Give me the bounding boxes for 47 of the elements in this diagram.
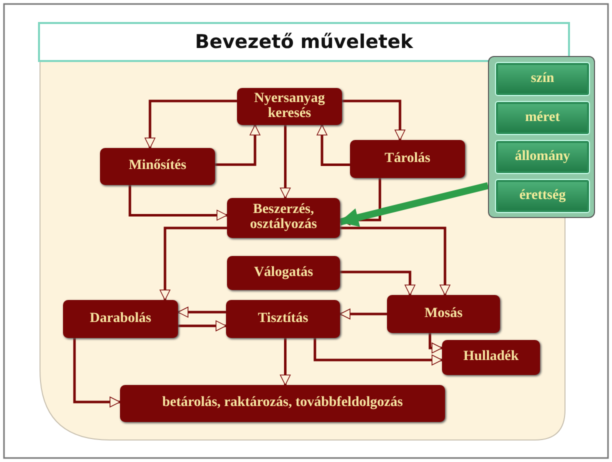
process-box	[100, 148, 215, 185]
flow-arrow	[128, 185, 228, 221]
property-box	[495, 62, 590, 96]
process-box	[227, 256, 340, 290]
node-label: Válogatás	[254, 266, 314, 280]
process-box	[350, 140, 465, 178]
process-box	[237, 88, 342, 125]
property-panel	[488, 56, 595, 218]
node-label: Mosás	[424, 306, 463, 322]
property-box	[495, 179, 590, 213]
node-label: Tárolás	[384, 152, 430, 166]
process-box	[387, 295, 500, 333]
flow-arrow	[73, 338, 120, 408]
flow-arrow	[144, 100, 237, 148]
flow-arrow	[160, 226, 227, 300]
flow-arrow	[340, 226, 450, 296]
node-label: Tisztítás	[258, 312, 308, 326]
flow-arrow	[340, 270, 416, 296]
flow-arrow	[316, 124, 350, 166]
process-box	[63, 300, 178, 338]
flow-arrow	[215, 124, 260, 166]
pointer-arrow	[339, 182, 489, 227]
title: Bevezető műveletek	[195, 31, 413, 53]
flow-arrow	[178, 306, 226, 318]
node-label: szín	[530, 72, 554, 86]
process-box	[226, 300, 340, 338]
node-label: Darabolás	[90, 312, 152, 326]
flow-arrow	[428, 333, 442, 354]
node-label: érettség	[519, 188, 566, 204]
node-label: Minősítés	[128, 159, 186, 174]
flow-arrow	[280, 125, 291, 198]
process-box	[442, 340, 540, 375]
flow-arrow	[340, 308, 387, 320]
node-label: betárolás, raktározás, továbbfeldolgozás	[162, 396, 403, 411]
node-label: Nyersanyag keresés	[253, 92, 326, 122]
node-label: Beszerzés, osztályozás	[249, 203, 318, 233]
node-label: állomány	[514, 150, 570, 164]
node-label: Hulladék	[463, 350, 519, 365]
process-box	[120, 385, 445, 422]
flow-arrow	[342, 100, 406, 140]
flow-arrow	[178, 320, 226, 332]
property-box	[495, 140, 590, 174]
property-box	[495, 101, 590, 135]
node-label: méret	[525, 110, 560, 126]
process-box	[227, 198, 340, 238]
flow-arrow	[314, 338, 442, 366]
flow-arrow	[280, 338, 291, 386]
